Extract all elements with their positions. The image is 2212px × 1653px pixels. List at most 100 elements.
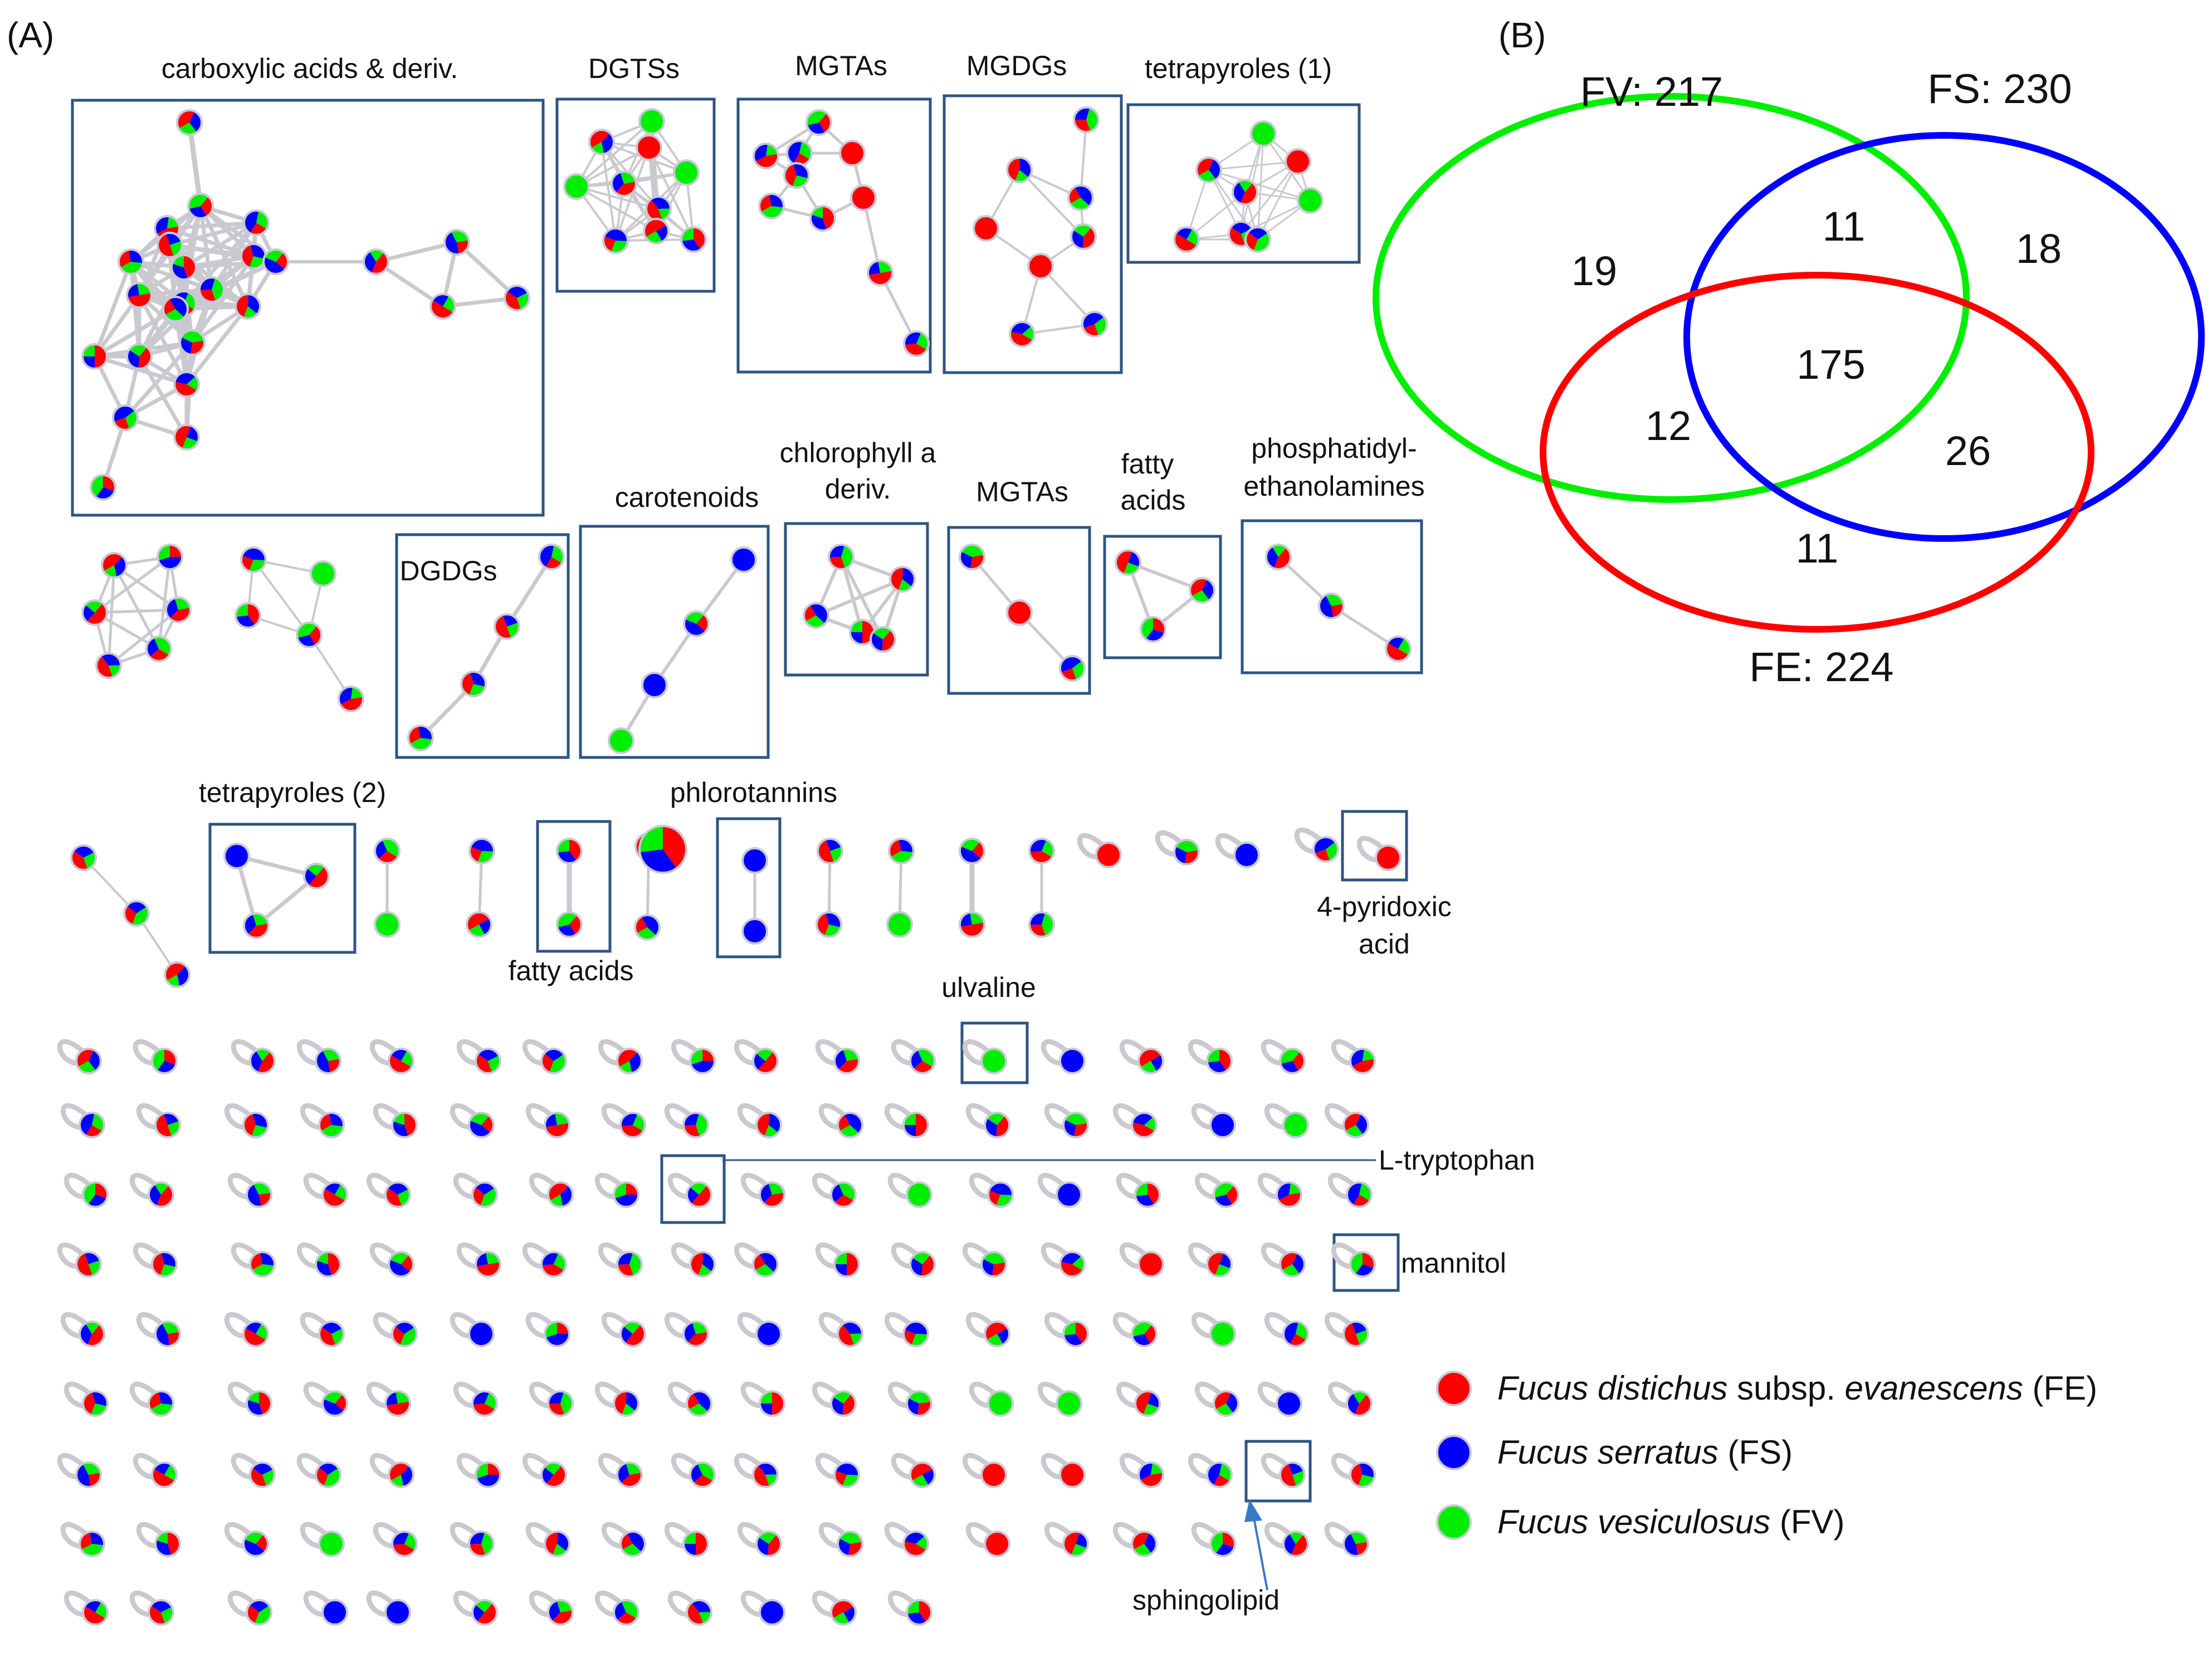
network-node [984, 1112, 1010, 1138]
box-dgtss [555, 97, 716, 293]
pie-slice-fe [1363, 1252, 1375, 1268]
network-node [391, 1321, 418, 1347]
box-phosphatidylethanolamines [1241, 519, 1423, 674]
network-node [75, 1251, 102, 1278]
network-node [165, 596, 192, 623]
pie-slice-fe [1286, 149, 1310, 174]
network-node [321, 1390, 348, 1417]
pie-slice-fe [690, 1252, 703, 1276]
network-node [1137, 1048, 1164, 1074]
legend-item-fv: Fucus vesiculosus (FV) [1436, 1503, 1845, 1540]
node-outline [1062, 1112, 1089, 1138]
node-outline [1282, 1321, 1309, 1347]
pie-slice-fv [212, 277, 224, 301]
network-node [540, 1048, 567, 1074]
legend: Fucus distichus subsp. evanescens (FE) F… [1436, 1370, 2097, 1540]
node-outline [689, 1048, 716, 1074]
network-node [315, 1251, 341, 1278]
node-outline [79, 1112, 105, 1138]
network-node [235, 293, 261, 320]
network-node [1276, 1181, 1302, 1208]
pie-slice-fe [156, 1185, 173, 1207]
pie-slice-fs [1230, 221, 1252, 234]
network-node [471, 1181, 498, 1208]
self-loop [1331, 1039, 1361, 1066]
network-node [148, 1599, 174, 1626]
pie-slice-fe [1229, 227, 1246, 246]
node-outline [1279, 1251, 1306, 1278]
node-outline [1131, 1112, 1158, 1138]
pie-slice-fv [1289, 1182, 1301, 1195]
network-node [755, 1530, 782, 1557]
network-edge [1257, 161, 1299, 240]
pie-slice-fs [1029, 912, 1046, 925]
venn-label-fv: FV: 217 [1580, 69, 1723, 115]
node-outline [833, 1251, 860, 1278]
node-outline [321, 1390, 348, 1417]
node-outline [148, 1390, 174, 1417]
node-outline [429, 293, 456, 320]
pie-slice-fe [87, 1324, 104, 1346]
pie-slice-fv [766, 144, 778, 156]
network-node [468, 1321, 495, 1347]
sphingolipid-arrow-line [1252, 1514, 1268, 1591]
network-node [1059, 1251, 1086, 1278]
label-fatty-acids-1-line2: acids [1121, 485, 1186, 516]
node-outline [126, 343, 153, 370]
box-fatty-acids-1 [1103, 535, 1222, 659]
pie-slice-fs [113, 405, 135, 422]
node-outline [783, 162, 810, 189]
node-outline [82, 1599, 109, 1626]
network-node [1073, 106, 1100, 133]
node-outline [1297, 187, 1324, 214]
pie-slice-fs [242, 547, 266, 560]
node-outline [544, 1530, 570, 1557]
node-outline [1131, 1321, 1158, 1347]
network-node [179, 329, 206, 356]
pie-slice-fv [907, 1182, 931, 1207]
node-outline [154, 1530, 181, 1557]
node-outline [540, 1461, 567, 1488]
pie-slice-fv [1191, 590, 1210, 603]
pie-slice-fe [823, 206, 836, 230]
self-loops [57, 827, 1386, 1617]
pie-slice-fs [246, 1183, 261, 1207]
node-outline [886, 911, 913, 938]
panel-b-label: (B) [1498, 15, 1546, 55]
node-outline [1346, 1390, 1373, 1417]
pie-slice-fe [1344, 1322, 1360, 1346]
node-outline [179, 329, 206, 356]
network-node [1056, 1181, 1082, 1208]
node-outline [242, 1112, 269, 1138]
pie-slice-fv [692, 1322, 708, 1334]
label-fatty-acids-2: fatty acids [508, 955, 633, 986]
pie-slice-fe [686, 1602, 704, 1625]
node-outline [384, 1181, 411, 1208]
network-node [388, 1251, 414, 1278]
self-loop [456, 1453, 486, 1480]
self-loop [962, 1242, 992, 1269]
node-outline [613, 1181, 639, 1208]
node-outline [374, 911, 401, 938]
self-loop [373, 1312, 403, 1339]
network-node [741, 847, 768, 874]
node-outline [909, 1251, 936, 1278]
self-loop [227, 1381, 257, 1409]
pie-slice-fv [557, 839, 569, 853]
self-loop [296, 1453, 326, 1480]
pie-slice-fs [1207, 1463, 1222, 1485]
network-node [240, 546, 267, 573]
pie-slice-fv [1042, 912, 1054, 936]
network-node [616, 1461, 643, 1488]
self-loop [1119, 1453, 1149, 1480]
network-node [1233, 842, 1260, 868]
network-node [1385, 635, 1412, 662]
network-node [148, 1390, 174, 1417]
network-edge [138, 288, 213, 358]
node-outline [151, 1048, 178, 1074]
pie-slice-fv [1073, 224, 1092, 237]
venn-label-fe: FE: 224 [1749, 644, 1893, 690]
network-node [1028, 838, 1055, 864]
node-outline [980, 1048, 1007, 1074]
